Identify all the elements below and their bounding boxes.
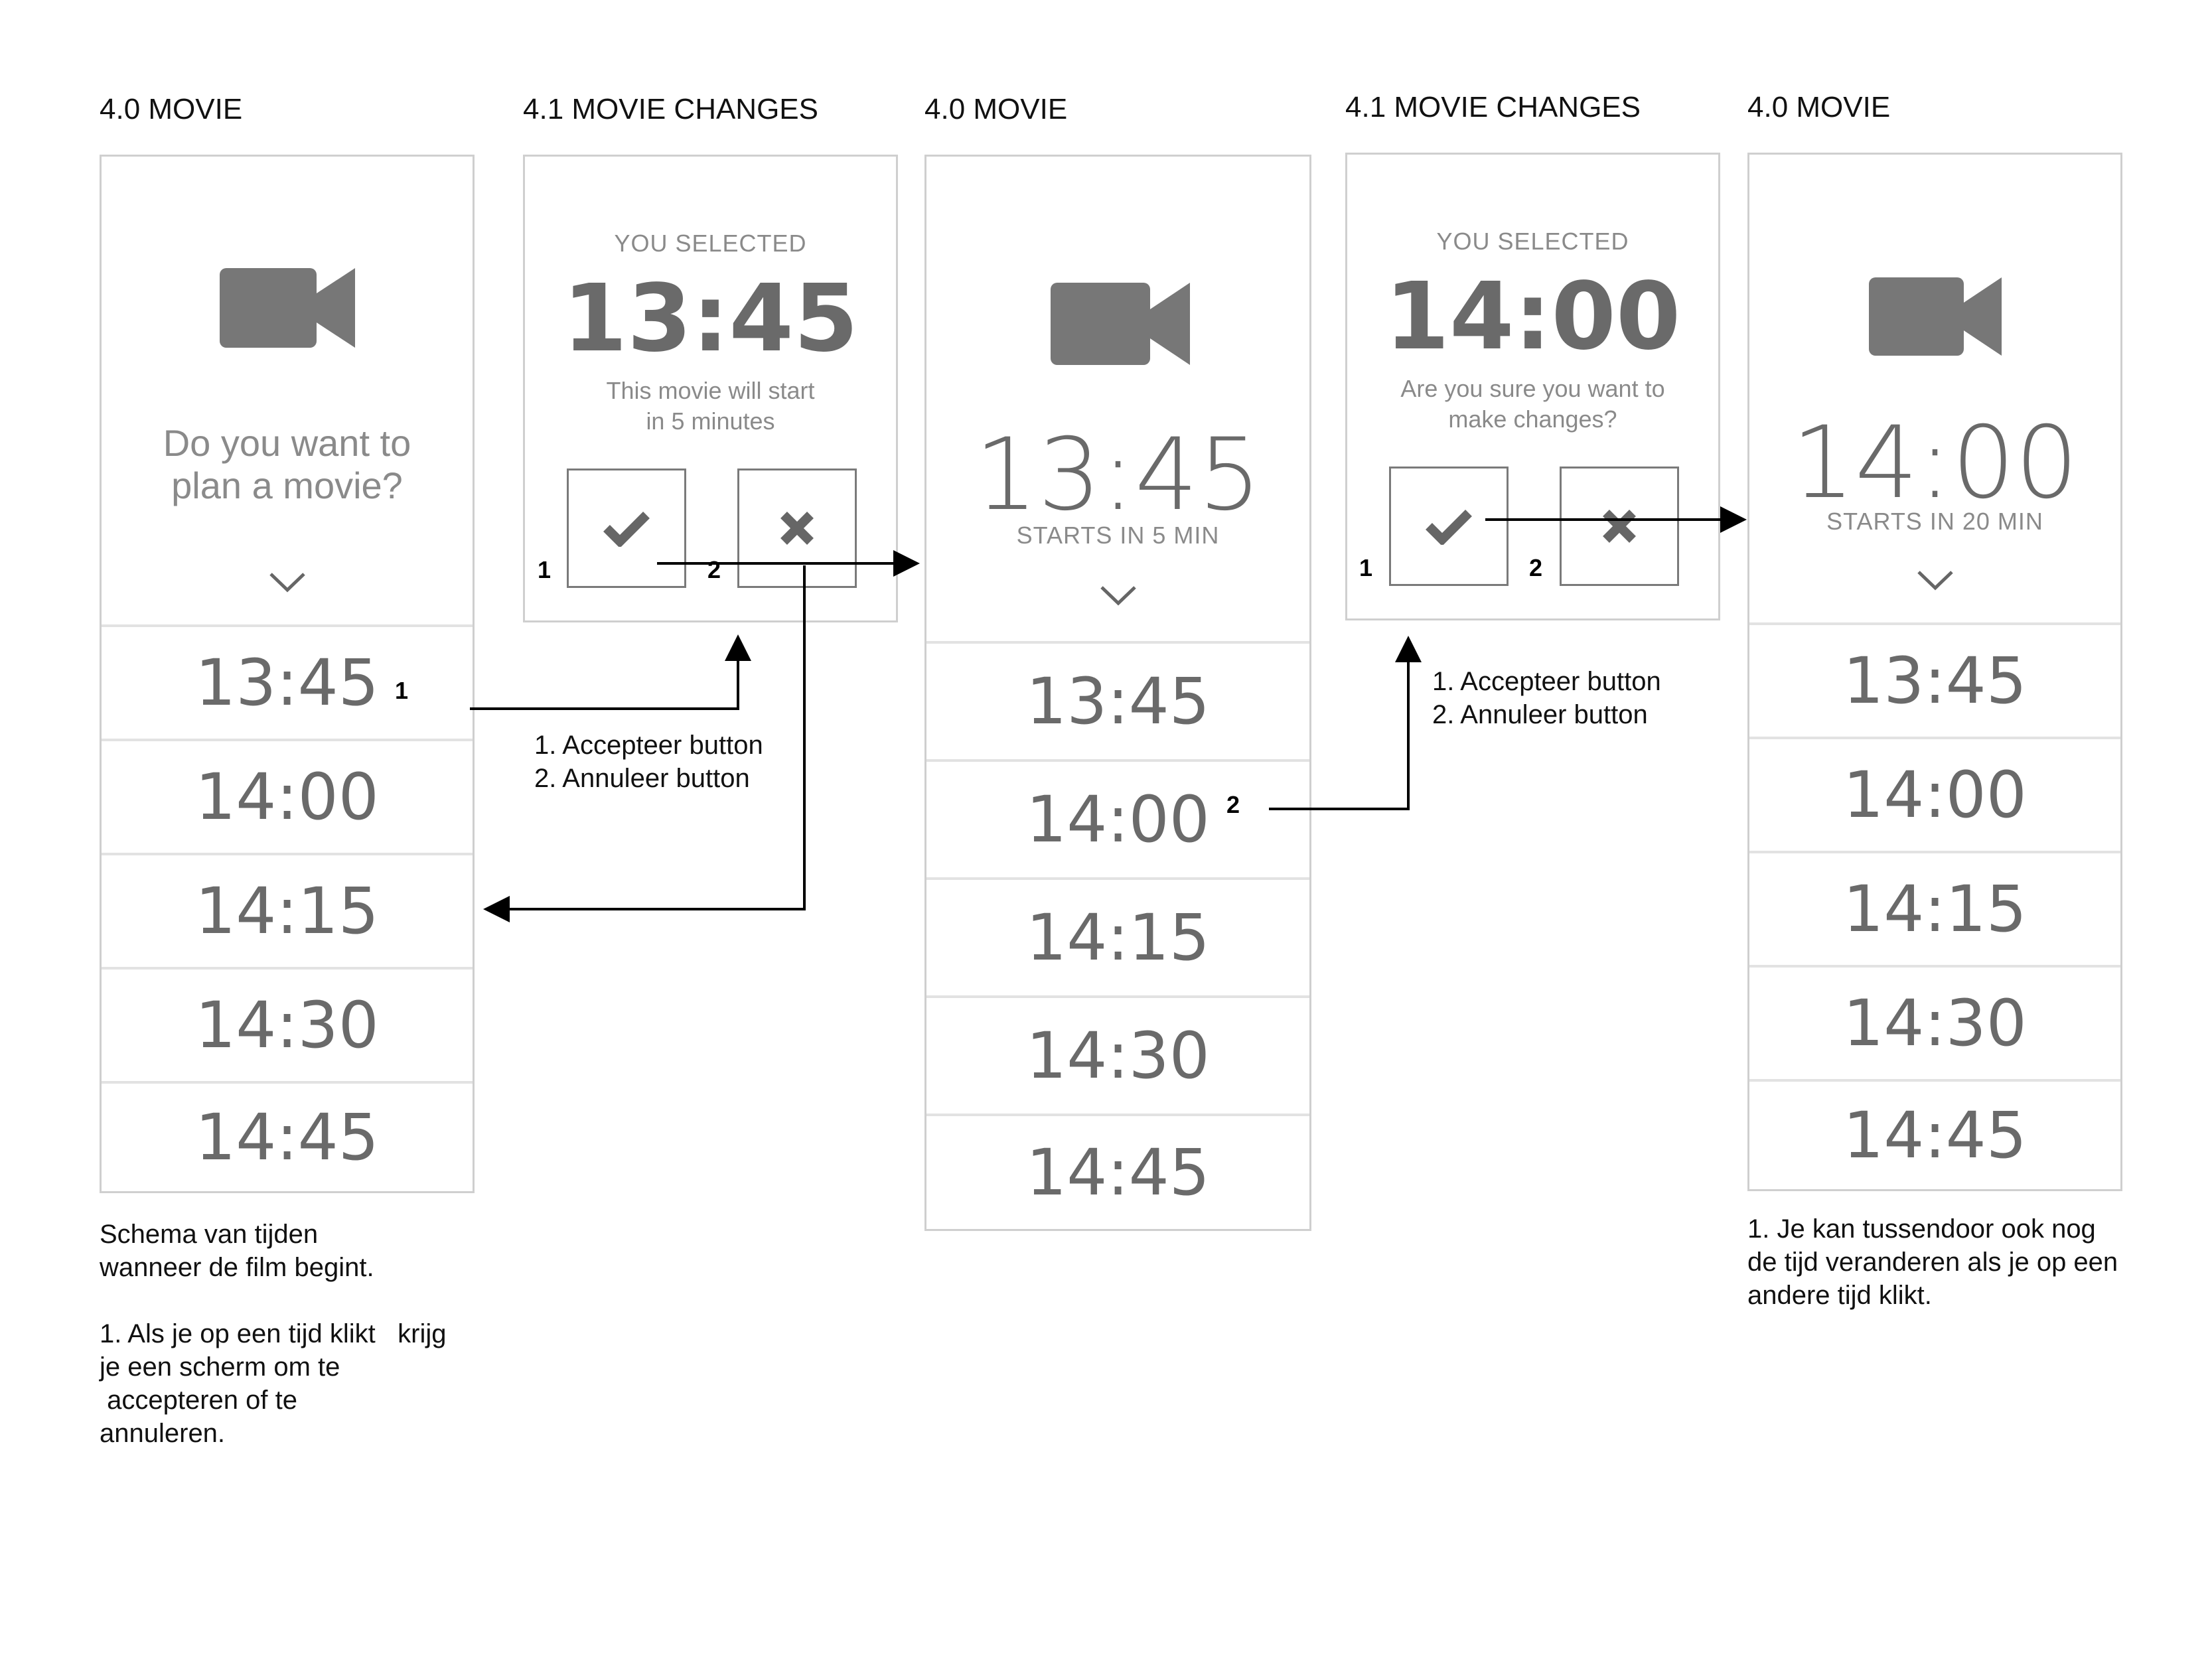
time-slot[interactable]: 14:15 bbox=[102, 853, 473, 967]
screen-1-hero: Do you want to plan a movie? bbox=[102, 157, 473, 624]
screen-2-title: 4.1 MOVIE CHANGES bbox=[523, 93, 819, 125]
time-label: 14:45 bbox=[1026, 1135, 1210, 1210]
screen-5-phone: 14:00 STARTS IN 20 MIN 13:45 14:00 14:15… bbox=[1747, 153, 2122, 1191]
time-slot[interactable]: 14:15 bbox=[1749, 851, 2120, 965]
accept-marker: 1 bbox=[1359, 554, 1373, 581]
close-icon bbox=[780, 512, 814, 545]
screen-1-title: 4.0 MOVIE bbox=[100, 93, 243, 125]
accept-button[interactable] bbox=[567, 469, 686, 588]
chevron-down-icon[interactable] bbox=[268, 571, 307, 594]
screen-1-phone: Do you want to plan a movie? 13:45 14:00… bbox=[100, 155, 475, 1193]
cancel-button[interactable] bbox=[737, 469, 857, 588]
video-camera-icon bbox=[1869, 277, 2002, 356]
time-label: 14:45 bbox=[1843, 1098, 2027, 1173]
dialog-message: Are you sure you want to make changes? bbox=[1400, 375, 1665, 433]
chevron-down-icon[interactable] bbox=[1099, 585, 1138, 607]
time-label: 13:45 bbox=[195, 646, 379, 720]
annotation-marker: 1 bbox=[395, 677, 409, 704]
time-slot[interactable]: 14:45 bbox=[926, 1114, 1309, 1229]
time-slot[interactable]: 14:45 bbox=[102, 1081, 473, 1191]
arrow-slot-to-dialog bbox=[470, 634, 751, 710]
time-slot[interactable]: 14:30 bbox=[102, 967, 473, 1081]
time-label: 14:00 bbox=[1026, 782, 1210, 857]
dialog-message: This movie will start in 5 minutes bbox=[606, 377, 815, 435]
time-label: 14:15 bbox=[195, 874, 379, 948]
annotation-marker: 2 bbox=[1226, 791, 1240, 818]
note-schedule: Schema van tijden wanneer de film begint… bbox=[100, 1220, 447, 1448]
time-slot[interactable]: 14:00 bbox=[926, 759, 1309, 877]
note-buttons-2: 1. Accepteer button 2. Annuleer button bbox=[1432, 667, 1661, 729]
chevron-down-icon[interactable] bbox=[1916, 569, 1954, 592]
starts-in-label: STARTS IN 5 MIN bbox=[1016, 522, 1220, 549]
selected-time: 13:45 bbox=[562, 265, 859, 373]
time-label: 14:15 bbox=[1843, 872, 2027, 946]
screen-5-hero: 14:00 STARTS IN 20 MIN bbox=[1749, 155, 2120, 622]
time-slot[interactable]: 14:00 bbox=[102, 739, 473, 853]
time-slot[interactable]: 13:45 bbox=[102, 624, 473, 739]
time-slot[interactable]: 13:45 bbox=[926, 641, 1309, 759]
close-icon bbox=[1603, 510, 1636, 543]
time-label: 13:45 bbox=[1843, 644, 2027, 718]
screen-4-title: 4.1 MOVIE CHANGES bbox=[1345, 91, 1641, 123]
check-icon bbox=[603, 512, 650, 547]
screen-3-title: 4.0 MOVIE bbox=[924, 93, 1068, 125]
cancel-button[interactable] bbox=[1560, 467, 1679, 586]
you-selected-label: YOU SELECTED bbox=[1436, 228, 1629, 255]
cancel-marker: 2 bbox=[1529, 554, 1543, 581]
screen-3-phone: 13:45 STARTS IN 5 MIN 13:45 14:00 14:15 … bbox=[924, 155, 1311, 1231]
time-slot[interactable]: 14:30 bbox=[1749, 965, 2120, 1079]
screen-2-dialog: YOU SELECTED 13:45 This movie will start… bbox=[523, 155, 898, 622]
video-camera-icon bbox=[220, 268, 355, 348]
you-selected-label: YOU SELECTED bbox=[614, 230, 807, 257]
video-camera-icon bbox=[1051, 283, 1190, 365]
starts-in-label: STARTS IN 20 MIN bbox=[1826, 508, 2043, 535]
note-buttons-1: 1. Accepteer button 2. Annuleer button bbox=[534, 731, 763, 793]
plan-movie-question: Do you want to plan a movie? bbox=[163, 422, 411, 506]
scheduled-time: 14:00 bbox=[1791, 405, 2079, 521]
time-slot[interactable]: 13:45 bbox=[1749, 622, 2120, 737]
time-label: 13:45 bbox=[1026, 664, 1210, 739]
time-label: 14:30 bbox=[195, 988, 379, 1062]
time-slot[interactable]: 14:30 bbox=[926, 995, 1309, 1114]
check-icon bbox=[1426, 510, 1472, 545]
screen-5-title: 4.0 MOVIE bbox=[1747, 91, 1891, 123]
note-change-time: 1. Je kan tussendoor ook nog de tijd ver… bbox=[1747, 1214, 2118, 1310]
screen-4-dialog: YOU SELECTED 14:00 Are you sure you want… bbox=[1345, 153, 1720, 620]
time-label: 14:30 bbox=[1026, 1019, 1210, 1093]
time-slot[interactable]: 14:45 bbox=[1749, 1079, 2120, 1189]
time-label: 14:00 bbox=[195, 760, 379, 834]
accept-marker: 1 bbox=[538, 556, 552, 583]
selected-time: 14:00 bbox=[1384, 263, 1681, 371]
time-label: 14:45 bbox=[195, 1100, 379, 1175]
time-slot[interactable]: 14:00 bbox=[1749, 737, 2120, 851]
time-label: 14:15 bbox=[1026, 901, 1210, 975]
scheduled-time: 13:45 bbox=[974, 417, 1262, 533]
accept-button[interactable] bbox=[1389, 467, 1509, 586]
time-label: 14:30 bbox=[1843, 986, 2027, 1060]
time-label: 14:00 bbox=[1843, 758, 2027, 832]
cancel-marker: 2 bbox=[707, 556, 721, 583]
time-slot[interactable]: 14:15 bbox=[926, 877, 1309, 995]
screen-3-hero: 13:45 STARTS IN 5 MIN bbox=[926, 157, 1309, 641]
